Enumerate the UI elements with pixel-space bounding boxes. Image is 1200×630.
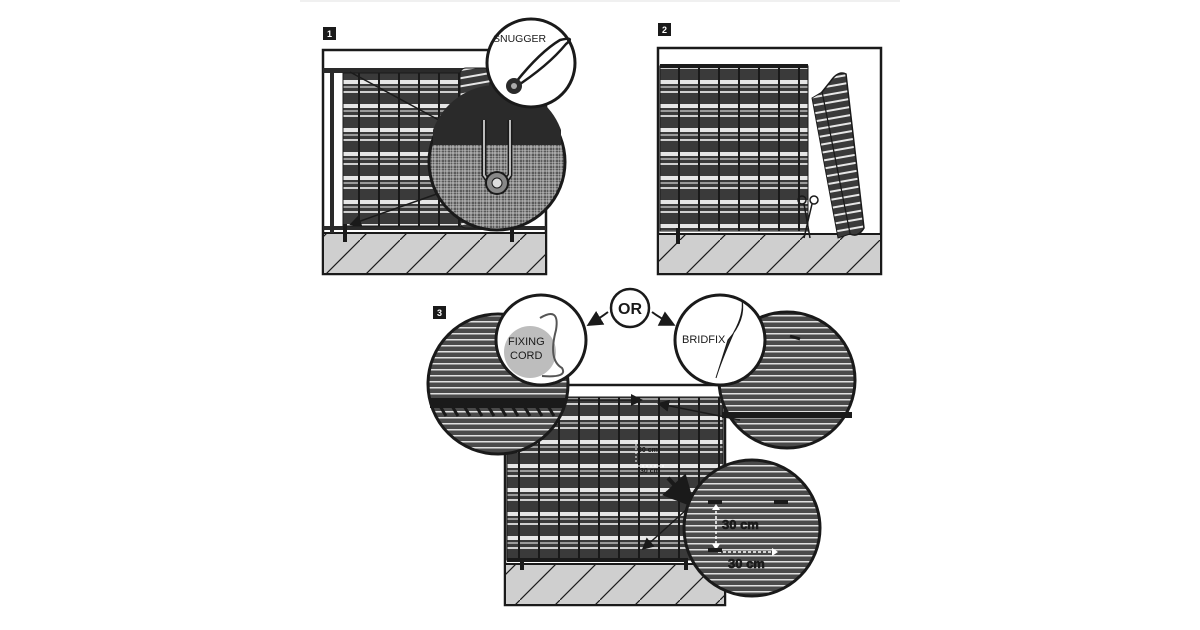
ground: [657, 233, 882, 275]
bridfix-label: BRIDFIX: [682, 334, 726, 346]
railing-bottom: [323, 226, 546, 230]
railing-top: [323, 68, 546, 73]
arrow-top: [349, 71, 451, 127]
arrow-bottom: [349, 189, 449, 227]
spacing-vertical-label: 30 cm: [722, 517, 759, 532]
spacing-vertical-small: 30 cm: [638, 447, 658, 454]
fixing-cord-label-line1: FIXING: [508, 336, 545, 348]
spacing-detail-circle: 30 cm 30 cm: [641, 458, 822, 598]
screen-panel: [659, 65, 809, 232]
small-spacing-marks: 30 cm 30 cm: [635, 440, 666, 475]
spacing-horizontal-label: 30 cm: [728, 556, 765, 571]
snugger-callout: SNUGGER: [485, 17, 577, 109]
step-2-badge: 2: [658, 23, 671, 36]
unrolled-screen-roll: [811, 72, 865, 239]
spacing-horizontal-small: 30 cm: [640, 468, 660, 475]
zoom-arrow: [661, 473, 696, 508]
scissors-icon: [797, 195, 819, 239]
ground: [322, 232, 547, 275]
or-badge: OR: [586, 287, 676, 329]
top-rule: [300, 0, 900, 2]
step-1-badge: 1: [323, 27, 336, 40]
or-label: OR: [618, 301, 642, 318]
step-3-panel: 30 cm 30 cm FIXING CORD OR: [426, 287, 857, 607]
fixing-cord-label-line2: CORD: [510, 350, 542, 362]
step-2-panel: [656, 46, 883, 276]
snugger-label: SNUGGER: [493, 33, 547, 45]
step-3-badge: 3: [433, 306, 446, 319]
bridfix-callout: BRIDFIX: [673, 293, 767, 387]
snugger-detail-circle: [427, 84, 567, 232]
ground: [504, 563, 726, 606]
step-1-panel: SNUGGER: [321, 17, 577, 276]
fixing-cord-callout: FIXING CORD: [494, 293, 588, 387]
railing-post-left: [330, 73, 334, 233]
